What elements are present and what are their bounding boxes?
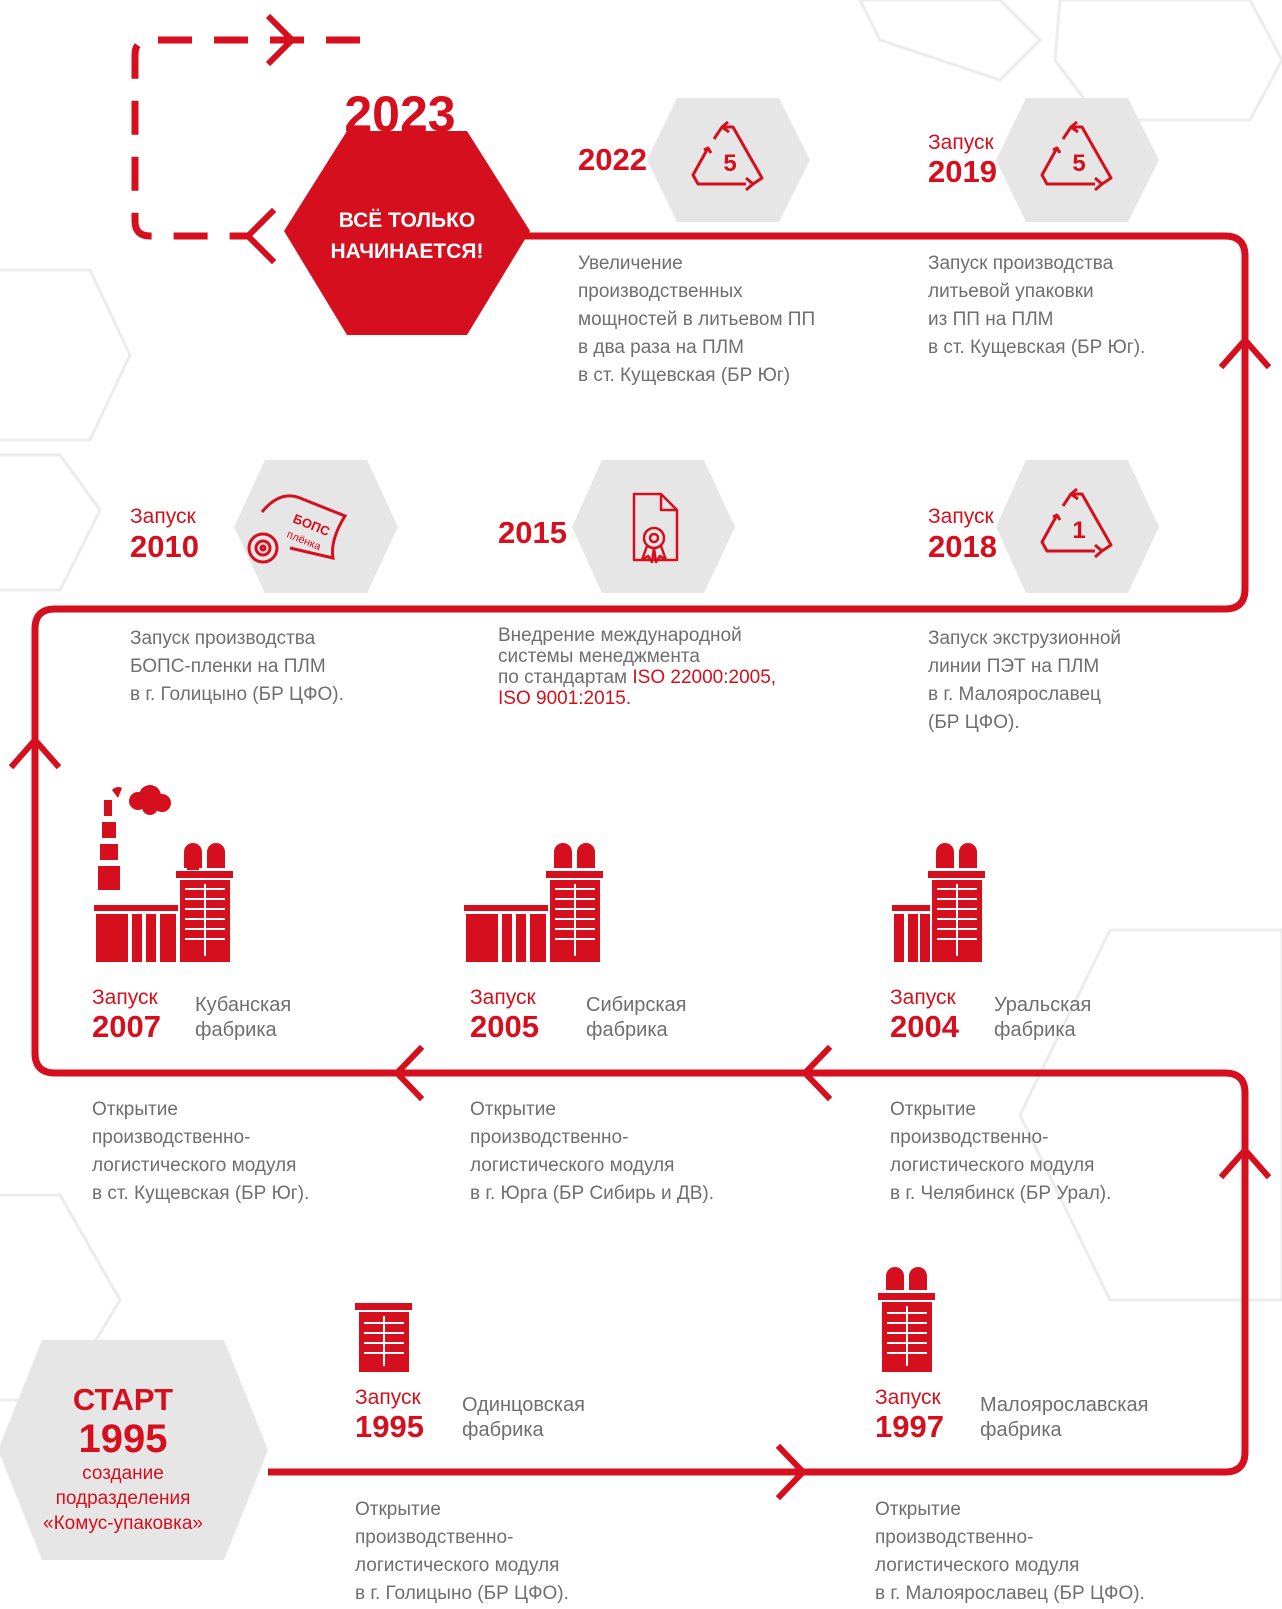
arrow-up-icon <box>1218 335 1272 370</box>
description-2018: Запуск экструзионной линии ПЭТ на ПЛМ в … <box>928 628 1122 733</box>
year-2022: 2022 <box>578 142 647 177</box>
factory-name-2005: Сибирская фабрика <box>586 994 687 1041</box>
description-2005: Открытие производственно- логистического… <box>470 1099 715 1204</box>
description-2007: Открытие производственно- логистического… <box>92 1099 310 1204</box>
launch-label-1997: Запуск <box>875 1386 941 1409</box>
description-1995: Открытие производственно- логистического… <box>355 1499 569 1604</box>
final-year: 2023 <box>344 86 456 142</box>
hex-2023 <box>284 131 530 335</box>
hex-start <box>0 1340 268 1560</box>
start-year: 1995 <box>78 1417 168 1461</box>
launch-label-2004: Запуск <box>890 986 956 1009</box>
hex-badge-2015 <box>572 460 735 593</box>
description-2015: Внедрение международной системы менеджме… <box>498 625 838 709</box>
final-slogan-line1: ВСЁ ТОЛЬКО <box>338 209 476 232</box>
recycle-1-icon <box>1040 487 1113 559</box>
year-2018: 2018 <box>928 529 997 564</box>
start-line2: подразделения <box>55 1488 191 1509</box>
launch-label-2007: Запуск <box>92 986 158 1009</box>
arrow-left-icon <box>392 1044 425 1102</box>
arrow-right-icon <box>775 1443 808 1501</box>
year-2015: 2015 <box>498 515 567 550</box>
factory-name-2004: Уральская фабрика <box>994 994 1092 1041</box>
svg-text:1: 1 <box>1072 517 1085 544</box>
launch-label-2010: Запуск <box>130 505 196 528</box>
description-2019: Запуск производства литьевой упаковки из… <box>928 253 1146 358</box>
svg-text:5: 5 <box>723 150 736 177</box>
year-2007: 2007 <box>92 1009 161 1044</box>
start-line3: «Комус-упаковка» <box>43 1513 203 1534</box>
year-1995: 1995 <box>355 1409 424 1444</box>
final-slogan-line2: НАЧИНАЕТСЯ! <box>330 240 484 263</box>
iso-9001-standard: ISO 9001:2015. <box>498 688 632 709</box>
year-2004: 2004 <box>890 1009 959 1044</box>
start-block: СТАРТ 1995 создание подразделения «Комус… <box>0 1383 246 1536</box>
hex-badge-2022 <box>647 98 810 222</box>
launch-label-1995: Запуск <box>355 1386 421 1409</box>
start-title: СТАРТ <box>72 1382 174 1417</box>
bops-film-roll-icon <box>247 494 348 564</box>
description-2004: Открытие производственно- логистического… <box>890 1099 1112 1204</box>
start-line1: создание <box>82 1463 164 1484</box>
future-dashed-loop <box>131 36 360 240</box>
launch-label-2019: Запуск <box>928 131 994 154</box>
factory-name-2007: Кубанская фабрика <box>195 994 292 1041</box>
iso-22000-standard: ISO 22000:2005, <box>632 667 777 688</box>
factory-name-1995: Одинцовская фабрика <box>462 1394 585 1441</box>
description-2010: Запуск производства БОПС-пленки на ПЛМ в… <box>130 628 344 705</box>
arrow-up-icon <box>1218 1145 1272 1180</box>
description-1997: Открытие производственно- логистического… <box>875 1499 1145 1604</box>
recycle-5-icon <box>1040 120 1113 192</box>
recycle-5-icon <box>691 120 764 192</box>
arrow-up-icon <box>8 735 62 770</box>
arrow-right-icon <box>265 13 297 67</box>
hex-badge-2019 <box>996 98 1159 222</box>
hex-badge-2018 <box>996 460 1159 593</box>
description-2015-plain: Внедрение международной системы менеджме… <box>498 625 742 688</box>
final-slogan: ВСЁ ТОЛЬКО НАЧИНАЕТСЯ! <box>300 205 514 267</box>
launch-label-2005: Запуск <box>470 986 536 1009</box>
factory-kuban-icon <box>94 785 233 962</box>
year-2010: 2010 <box>130 529 199 564</box>
timeline-path <box>31 232 1249 1476</box>
year-2005: 2005 <box>470 1009 539 1044</box>
svg-text:5: 5 <box>1072 150 1085 177</box>
year-1997: 1997 <box>875 1409 944 1444</box>
certificate-icon <box>632 492 679 564</box>
factory-name-1997: Малоярославская фабрика <box>980 1394 1149 1441</box>
year-2019: 2019 <box>928 154 997 189</box>
launch-label-2018: Запуск <box>928 505 994 528</box>
description-2022: Увеличение производственных мощностей в … <box>578 253 816 386</box>
hex-badge-2010 <box>234 460 398 593</box>
arrow-left-icon <box>800 1044 833 1102</box>
